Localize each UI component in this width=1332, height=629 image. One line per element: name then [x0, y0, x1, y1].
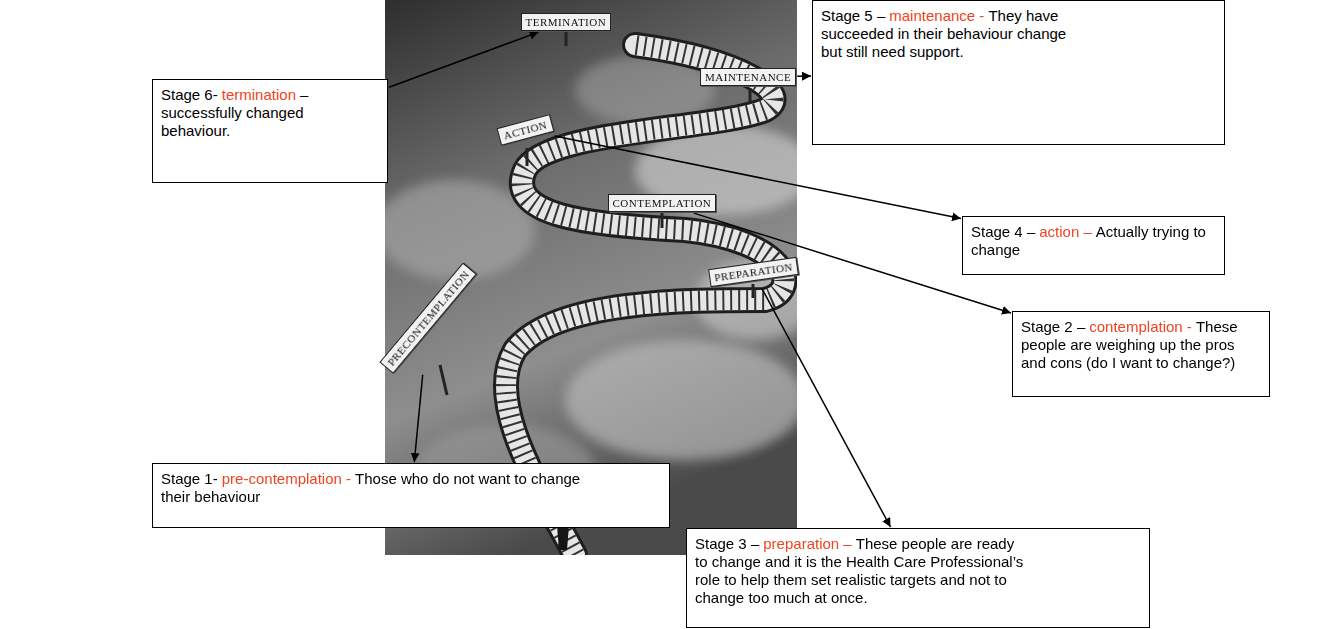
stage-name: maintenance -	[889, 7, 984, 24]
sign-post	[440, 365, 447, 395]
stage-number: Stage 5 –	[821, 7, 885, 24]
sign-post	[526, 148, 529, 166]
stage-sign: TERMINATION	[521, 13, 612, 31]
stage-name: termination	[222, 86, 296, 103]
stage-callout-box: Stage 3 –preparation –These people are r…	[686, 528, 1150, 628]
sign-post	[749, 88, 752, 104]
callout-arrow	[555, 136, 962, 219]
sign-post	[565, 32, 568, 46]
stage-number: Stage 6-	[161, 86, 218, 103]
callout-text: Stage 3 –preparation –These people are r…	[695, 535, 1025, 607]
callout-text: Stage 2 –contemplation -These people are…	[1021, 318, 1261, 372]
stage-callout-box: Stage 5 –maintenance -They have succeede…	[812, 0, 1225, 145]
stage-sign: CONTEMPLATION	[608, 194, 717, 212]
stage-callout-box: Stage 6-termination– successfully change…	[152, 79, 388, 183]
callout-text: Stage 5 –maintenance -They have succeede…	[821, 7, 1071, 61]
callout-arrow	[797, 75, 811, 77]
stage-name: contemplation -	[1089, 318, 1192, 335]
sign-posts	[440, 32, 753, 395]
stage-number: Stage 1-	[161, 470, 218, 487]
sign-label: MAINTENANCE	[705, 71, 791, 83]
stage-name: pre-contemplation -	[222, 470, 351, 487]
stage-number: Stage 4 –	[971, 223, 1035, 240]
stage-callout-box: Stage 2 –contemplation -These people are…	[1012, 311, 1270, 397]
sign-label: CONTEMPLATION	[613, 197, 712, 209]
stage-name: action –	[1039, 223, 1092, 240]
stage-callout-box: Stage 1-pre-contemplation -Those who do …	[152, 463, 670, 528]
stage-name: preparation –	[763, 535, 851, 552]
sign-post	[661, 213, 664, 228]
cloud	[565, 340, 797, 460]
stage-callout-box: Stage 4 –action –Actually trying to chan…	[962, 216, 1225, 275]
callout-text: Stage 4 –action –Actually trying to chan…	[971, 223, 1216, 259]
callout-arrow	[389, 32, 539, 87]
stage-number: Stage 3 –	[695, 535, 759, 552]
stage-sign: MAINTENANCE	[700, 68, 796, 86]
sign-label: TERMINATION	[526, 16, 607, 28]
sign-post	[752, 284, 755, 298]
stage-number: Stage 2 –	[1021, 318, 1085, 335]
callout-arrow	[414, 375, 422, 462]
callout-text: Stage 6-termination– successfully change…	[161, 86, 351, 140]
callout-text: Stage 1-pre-contemplation -Those who do …	[161, 470, 581, 506]
callout-arrow	[762, 288, 891, 527]
